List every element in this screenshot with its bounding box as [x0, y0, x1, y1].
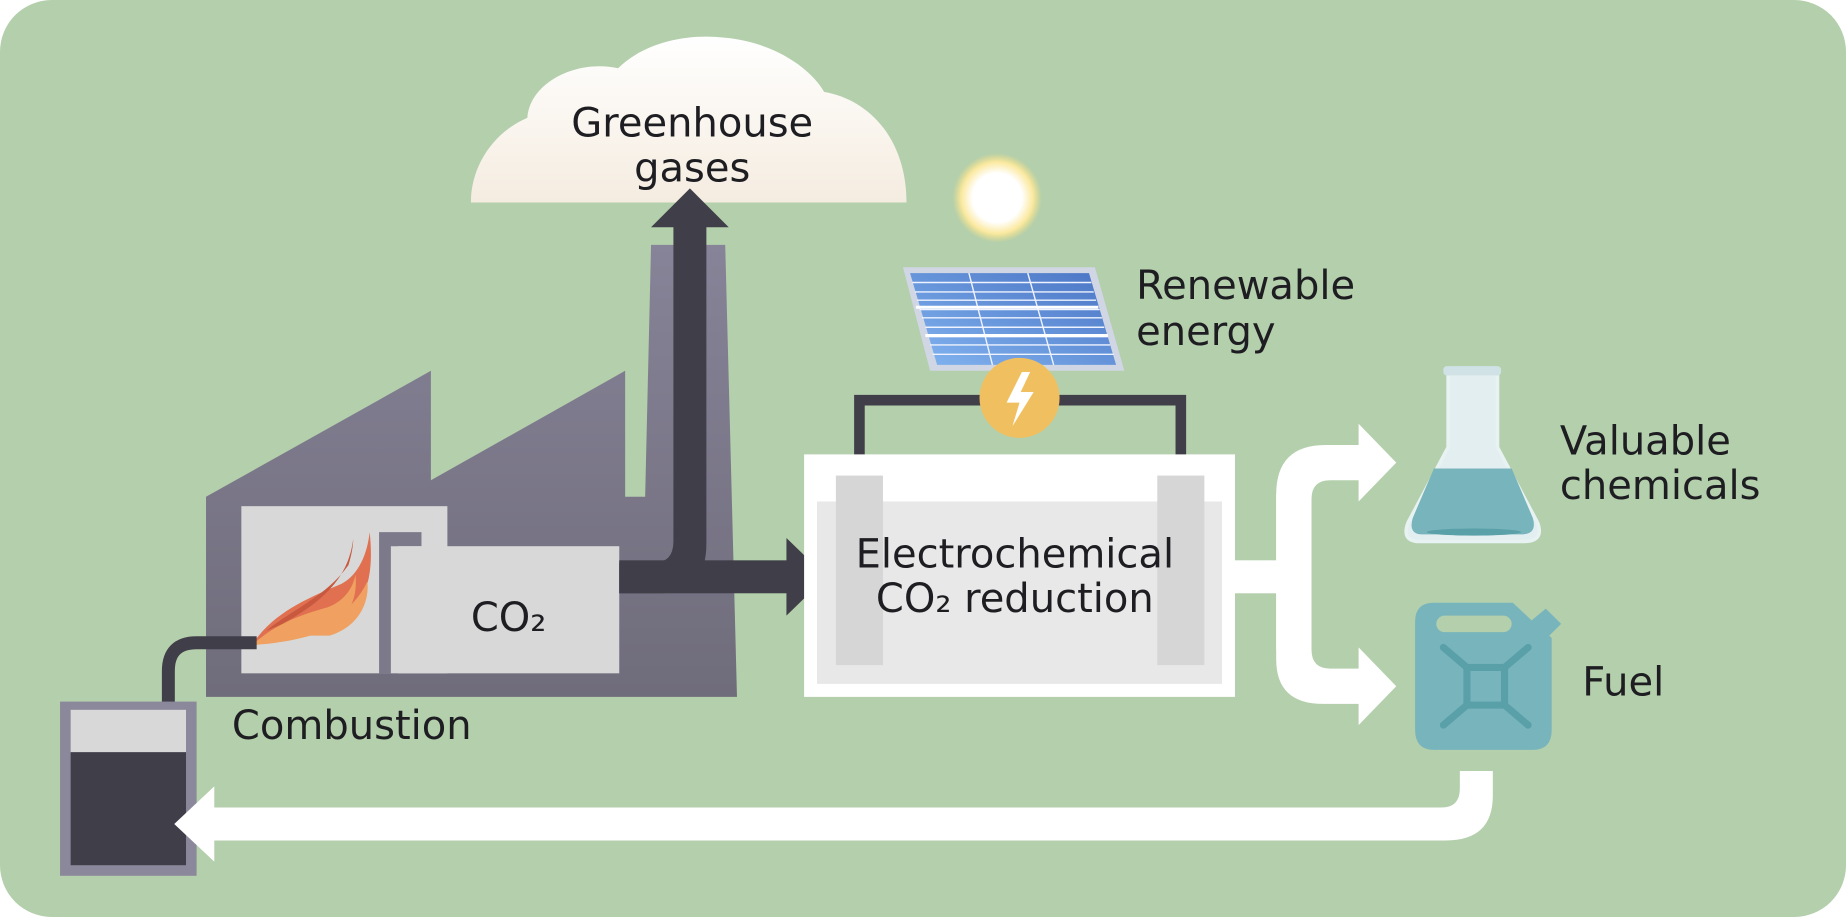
flame-icon — [251, 532, 371, 646]
arrow-to-fuel — [1358, 647, 1397, 726]
sun-icon — [952, 153, 1042, 243]
arrow-to-chemicals — [1358, 423, 1397, 502]
greenhouse-arrow — [619, 188, 729, 594]
reactor-label-line1: Electrochemical — [856, 531, 1175, 577]
valuable-chemicals-label-line2: chemicals — [1560, 463, 1761, 509]
combustion-label: Combustion — [232, 703, 472, 749]
electrode-left — [835, 475, 883, 666]
fuel-tank-icon — [60, 701, 197, 876]
flask-icon — [1404, 366, 1542, 544]
cloud-icon — [470, 36, 907, 203]
co2-chamber — [397, 546, 620, 674]
arrow-head-up — [651, 188, 729, 228]
arrow-head-left — [174, 786, 215, 862]
reactor-output-arrows — [1234, 423, 1397, 726]
jerrycan-icon — [1415, 602, 1562, 750]
electrochemical-cell-icon — [804, 454, 1235, 697]
lightning-bolt-icon — [979, 357, 1060, 438]
factory-icon — [206, 244, 737, 697]
return-arrow — [174, 771, 1493, 862]
co2-label: CO₂ — [471, 595, 546, 641]
greenhouse-gases-label-line1: Greenhouse — [571, 101, 813, 147]
fuel-label: Fuel — [1582, 660, 1664, 706]
valuable-chemicals-label-line1: Valuable — [1560, 418, 1731, 464]
fuel-supply-pipe — [161, 636, 257, 754]
renewable-energy-label-line1: Renewable — [1136, 263, 1355, 309]
renewable-energy-label-line2: energy — [1136, 309, 1275, 355]
greenhouse-gases-label-line2: gases — [634, 145, 750, 191]
solar-panel-icon — [902, 267, 1125, 371]
electrode-right — [1157, 475, 1205, 666]
reactor-label-line2: CO₂ reduction — [876, 576, 1154, 622]
